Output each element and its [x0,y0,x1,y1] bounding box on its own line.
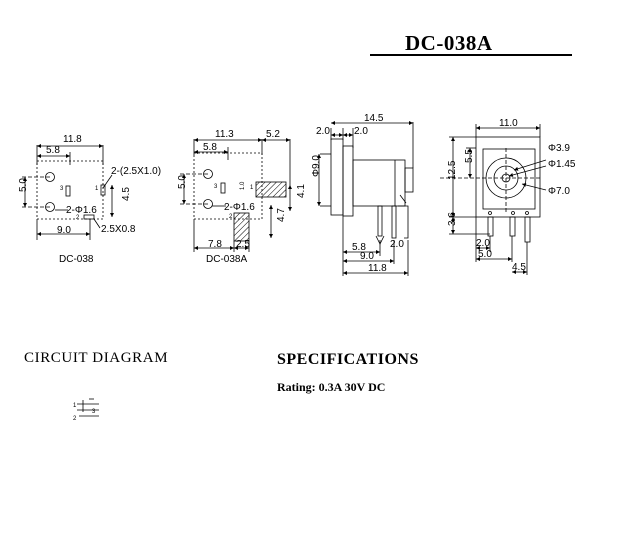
dc038a-label-4-1: 4.1 [296,184,307,198]
side-pin-a [377,205,383,237]
dc038a-hole-1 [203,169,213,179]
dc038-label-4-5: 4.5 [121,187,132,201]
view-dc038a [180,138,292,252]
dc038a-label-5-2: 5.2 [266,129,280,140]
dc038-view-label: DC-038 [59,254,94,265]
front-pin-3 [524,216,531,243]
dc038a-slot-3 [220,182,226,194]
side-label-9-0: 9.0 [360,251,374,262]
page-title: DC-038A [405,31,493,55]
dc038a-label-holes: 2-Φ1.6 [224,202,255,213]
side-label-2-0b: 2.0 [354,126,368,137]
front-label-11-0: 11.0 [499,118,518,129]
side-label-2-0a: 2.0 [316,126,330,137]
front-label-3-9: Φ3.9 [548,143,570,154]
circuit-diagram-heading: CIRCUIT DIAGRAM [24,350,169,366]
specifications-heading: SPECIFICATIONS [277,351,419,368]
circuit-pin-1: 1 [73,403,77,409]
dc038a-pin-3: 3 [214,184,218,190]
rating-text: Rating: 0.3A 30V DC [277,380,386,394]
dc038a-hole-2 [203,199,213,209]
front-body [475,136,541,218]
front-pin-1 [487,216,494,237]
dc038a-pad-1-hatched [255,181,287,198]
dc038-pad-2 [83,214,95,220]
side-label-2-0: 2.0 [390,239,404,250]
dc038a-label-5-8: 5.8 [203,142,217,153]
view-dc038 [22,144,114,240]
front-label-2-0: 2.0 [476,238,490,249]
side-pin-c [398,205,409,239]
dc038-label-slot: 2-(2.5X1.0) [111,166,161,177]
side-body [352,159,406,207]
front-label-4-5: 4.5 [512,262,526,273]
side-flange-2 [342,145,354,217]
front-label-3-6: 3.6 [447,212,458,226]
view-side [317,121,414,276]
dc038-pin-2: 2 [76,215,80,221]
view-front [440,124,547,275]
side-label-5-8: 5.8 [352,242,366,253]
dc038-label-9-0: 9.0 [57,225,71,236]
side-rear-cap [404,167,414,193]
front-label-12-5: 12.5 [447,160,458,180]
front-leader-1-45 [508,165,547,177]
side-label-11-8: 11.8 [368,263,387,274]
dc038a-label-7-8: 7.8 [208,239,222,250]
dc038a-label-11-3: 11.3 [215,129,234,140]
front-pin-dot-1 [488,211,492,215]
dc038-leader-pad [93,218,101,229]
dc038-hole-2 [45,202,55,212]
front-leader-7-0 [521,183,547,191]
front-label-5-5: 5.5 [464,149,475,163]
dc038a-label-5-0: 5.0 [177,175,188,189]
dc038-label-pad: 2.5X0.8 [101,224,136,235]
dc038a-label-2-5: 2.5 [236,239,250,250]
front-pin-dot-3 [525,211,529,215]
circuit-pin-2: 2 [73,416,77,422]
side-label-14-5: 14.5 [364,113,384,124]
dc038-label-5-8: 5.8 [46,145,60,156]
dc038a-pin-2: 2 [229,214,233,220]
dc038a-pin-1: 1 [250,185,254,191]
dc038a-pad-2-hatched [233,212,250,242]
front-leader-3-9 [513,159,547,171]
side-pin-b [391,205,397,239]
dc038-label-holes: 2-Φ1.6 [66,205,97,216]
front-label-7-0: Φ7.0 [548,186,570,197]
front-label-5-0: 5.0 [478,249,492,260]
dc038-label-11-8: 11.8 [63,134,82,145]
dc038a-label-1-0: 1.0 [240,181,246,190]
dc038-slot-right [100,184,106,196]
dc038-slot-3 [65,185,71,197]
side-label-diameter: Φ9.0 [311,155,322,177]
circuit-pin-3: 3 [92,409,96,415]
dc038-pin-1: 1 [95,186,99,192]
title-underline [370,54,572,56]
dc038-pin-3: 3 [60,186,64,192]
front-label-1-45: Φ1.45 [548,159,576,170]
dc038-label-5-0: 5.0 [18,178,29,192]
dc038-hole-1 [45,172,55,182]
dc038a-label-4-7: 4.7 [276,208,287,222]
front-pin-2 [509,216,516,237]
front-inner-frame [482,148,536,210]
circuit-symbol [77,398,99,417]
side-pin-bend [399,194,407,204]
dc038a-view-label: DC-038A [206,254,247,265]
front-pin-dot-2 [511,211,515,215]
dc038-leader-slot [102,174,113,189]
side-front-flange [330,138,344,216]
